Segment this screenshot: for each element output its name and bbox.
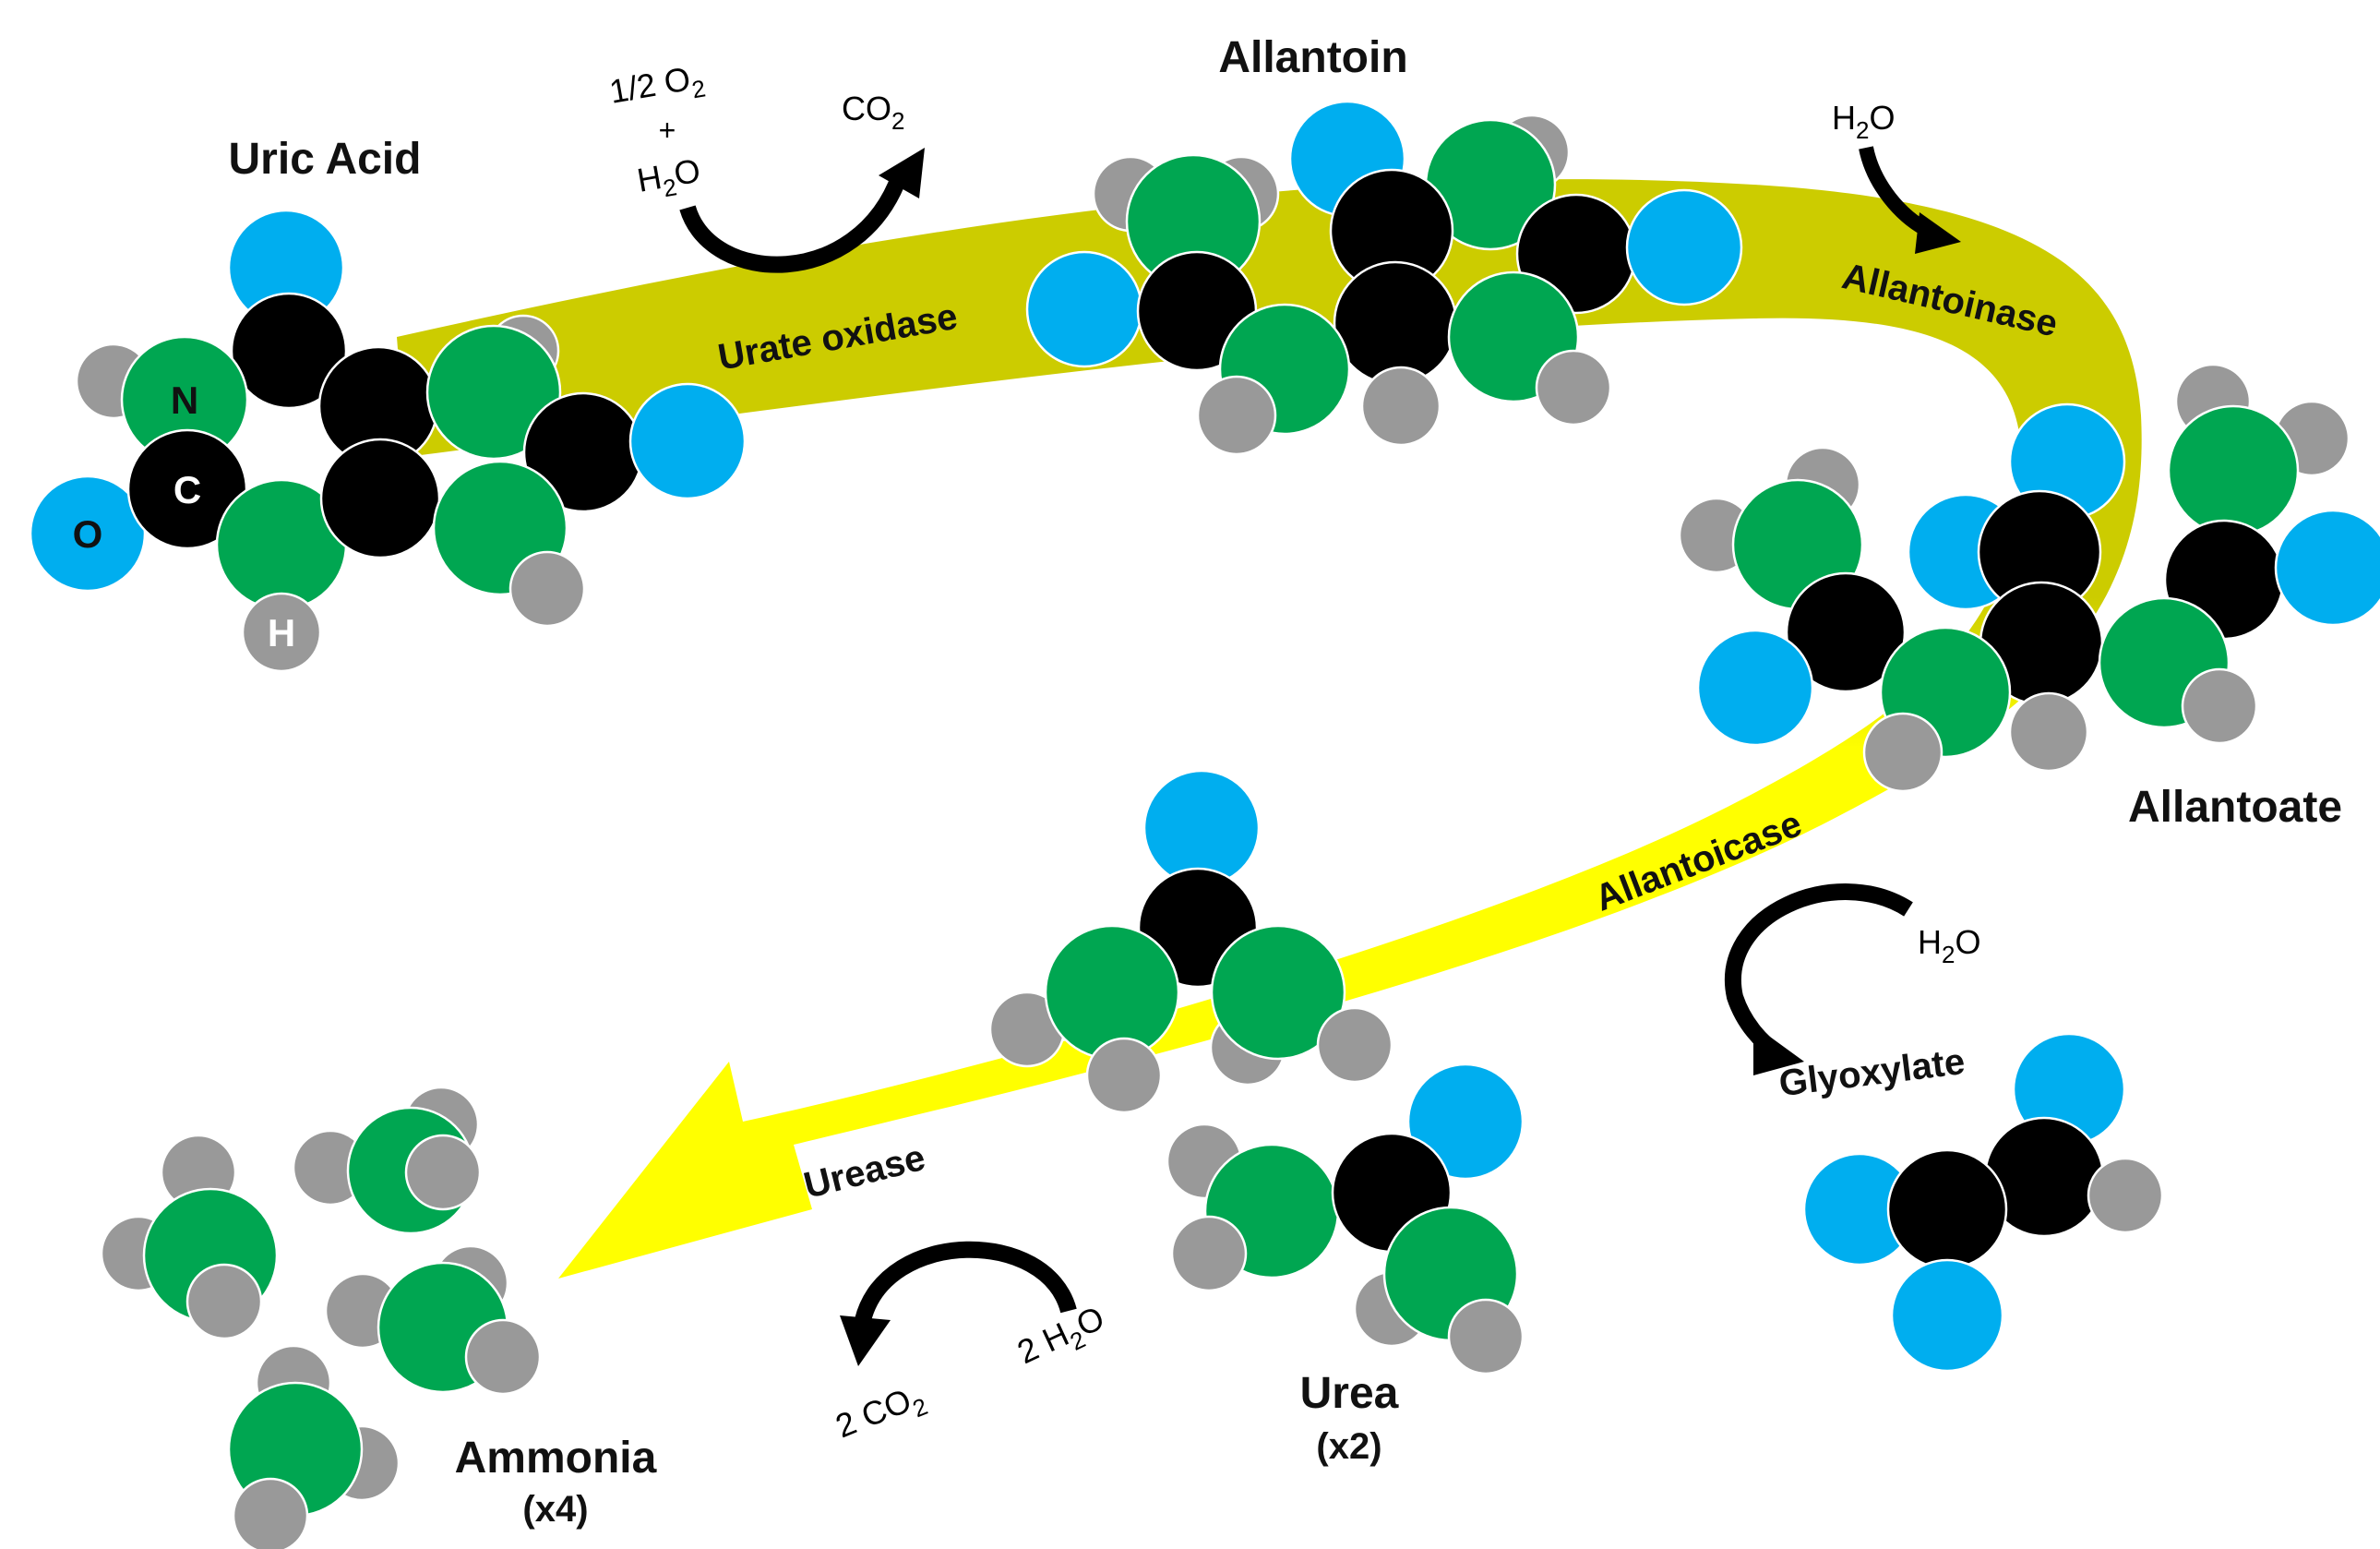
svg-text:2 H2O: 2 H2O [1011,1298,1113,1377]
atom-h [185,1263,263,1340]
product-co2-oxidation: CO2 [842,90,904,135]
atom-h [1316,1006,1393,1084]
atom-o [1025,250,1143,368]
svg-text:1/2 O2: 1/2 O2 [606,57,707,118]
legend-nitrogen-label: N [171,378,198,422]
pathway-band [397,179,2142,1279]
atom-h [1196,375,1277,456]
atom-h [1170,1215,1248,1292]
atom-o [1406,1063,1525,1181]
molecule-urea [988,769,1393,1114]
label-uric-acid: Uric Acid [229,135,422,184]
reactant-h2o-allantoinase: H2O [1832,99,1895,144]
molecule-allantoin [1025,100,1743,456]
molecule-allantoate [1678,363,2380,793]
label-ammonia-count: (x4) [522,1489,588,1530]
label-glyoxylate: Glyoxylate [1776,1041,1967,1104]
enzyme-urease: Urease [800,1137,929,1207]
atom-h [1862,712,1943,793]
reactant-h2o-oxidation: H2O [634,151,704,207]
molecule-urea-second [1166,1063,1525,1375]
svg-text:CO2: CO2 [842,90,904,135]
atom-h [1085,1037,1163,1114]
arrow-oxidation [679,148,925,273]
atom-n [425,324,562,461]
atom-h [1447,1298,1525,1375]
atom-n [1210,924,1346,1061]
arrow-allantoinase-hydrolysis [1859,146,1961,254]
atom-o [1625,188,1743,306]
arrow-allantoicase-hydrolysis [1725,883,1913,1075]
atom-h [404,1134,482,1211]
label-urea: Urea [1300,1369,1399,1418]
reactant-h2o-allantoicase: H2O [1918,923,1980,968]
atom-o [628,382,747,500]
atom-h [2008,691,2089,773]
molecule-uric-acid [29,209,747,673]
label-ammonia: Ammonia [455,1434,657,1483]
atom-c [319,438,441,559]
atom-o [29,474,147,593]
atom-h [2181,667,2258,745]
atom-h [1535,349,1612,426]
atom-n [2167,404,2300,537]
molecule-ammonia [100,1086,542,1549]
reactant-h2o-urease: 2 H2O [1011,1298,1113,1377]
atom-o [1696,629,1814,747]
svg-text:2 CO2: 2 CO2 [831,1376,932,1452]
label-urea-count: (x2) [1316,1426,1381,1467]
atom-h [241,592,322,673]
label-allantoin: Allantoin [1218,33,1407,82]
atom-n [1044,924,1180,1061]
atom-o [2274,509,2380,627]
legend-hydrogen-label: H [268,611,295,654]
legend-carbon-label: C [173,468,201,511]
atom-c [1785,571,1907,693]
reactant-plus: + [659,114,676,147]
product-co2-urease: 2 CO2 [831,1376,932,1452]
atom-h [232,1477,309,1549]
atom-c [1886,1148,2008,1270]
atom-c [1333,260,1458,386]
svg-text:H2O: H2O [634,151,704,207]
legend-oxygen-label: O [73,512,103,556]
molecule-glyoxylate [1802,1032,2164,1373]
atom-h [1360,366,1441,447]
atom-h [508,550,586,628]
atom-h [2087,1157,2164,1234]
atom-h [464,1318,542,1396]
arrow-urease-hydrolysis [840,1241,1077,1366]
label-allantoate: Allantoate [2128,783,2342,832]
atom-c [230,292,348,410]
svg-text:H2O: H2O [1918,923,1980,968]
atom-o [1890,1258,2004,1373]
svg-text:H2O: H2O [1832,99,1895,144]
reactant-o2: 1/2 O2 [606,57,707,118]
